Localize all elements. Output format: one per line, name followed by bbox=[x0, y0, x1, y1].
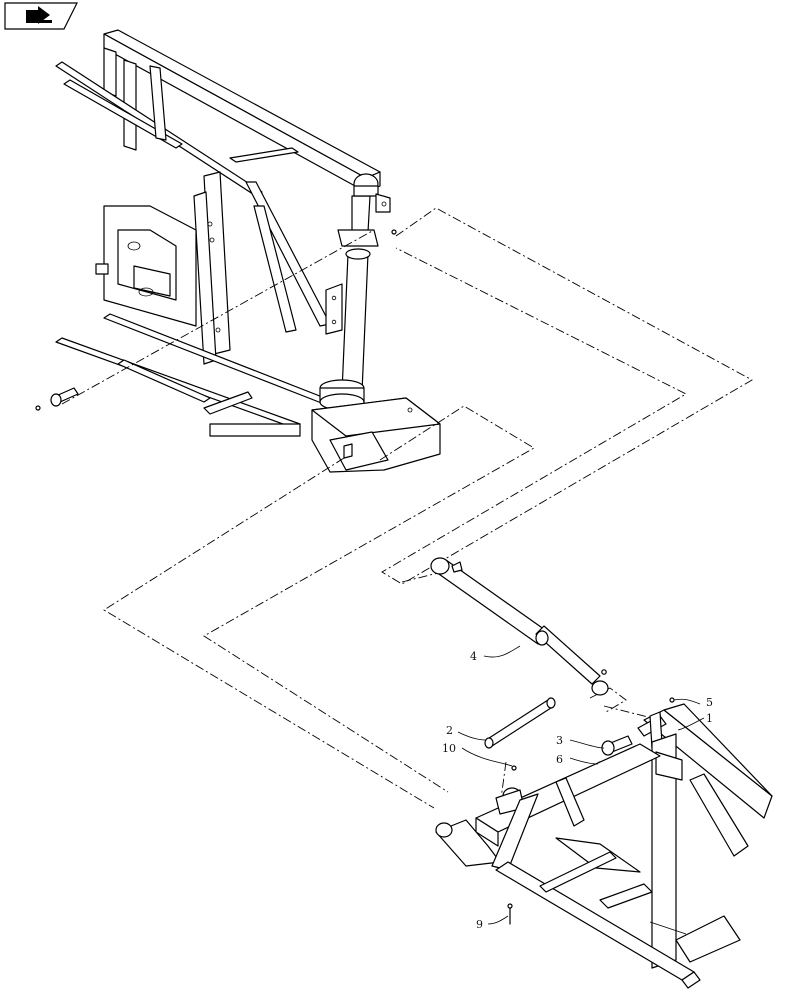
assembly-guide-lines bbox=[61, 207, 753, 809]
callout-9: 9 bbox=[476, 918, 483, 931]
hydraulic-cylinder bbox=[430, 557, 609, 696]
next-page-button[interactable] bbox=[4, 2, 78, 30]
callout-5: 5 bbox=[706, 696, 713, 709]
callout-3: 3 bbox=[556, 734, 563, 747]
upper-frame-assembly bbox=[55, 29, 441, 473]
callout-1: 1 bbox=[706, 712, 713, 725]
pivot-pin bbox=[484, 697, 556, 749]
arrow-forward-icon bbox=[26, 6, 52, 24]
lower-base-frame bbox=[435, 703, 773, 989]
bolt-fastener-left bbox=[35, 387, 79, 411]
callout-2: 2 bbox=[446, 724, 453, 737]
callout-6: 6 bbox=[556, 753, 563, 766]
callout-10: 10 bbox=[442, 742, 456, 755]
callout-leaders bbox=[457, 645, 705, 925]
callout-4: 4 bbox=[470, 650, 477, 663]
